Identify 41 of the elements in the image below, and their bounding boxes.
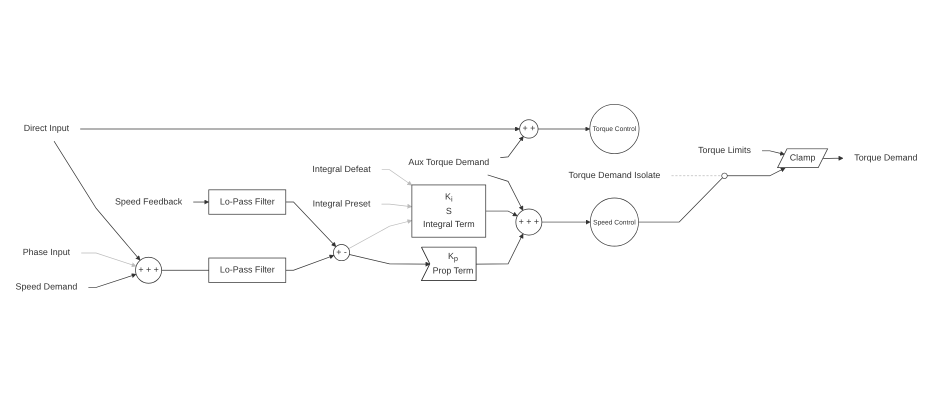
node-box: K$_{i}$ S Integral Term (412, 184, 486, 238)
arrow (349, 254, 430, 267)
node-text: Direct Input (24, 124, 70, 134)
arrow (485, 210, 518, 216)
arrow (80, 252, 136, 268)
arrow (542, 220, 591, 224)
arrow (487, 174, 524, 211)
node-box: Lo-Pass Filter (208, 258, 286, 283)
arrow (192, 200, 209, 204)
node-circle: + + + (515, 208, 542, 236)
arrow (726, 168, 786, 176)
arrow (538, 126, 590, 132)
arrow (54, 140, 140, 260)
arrow (381, 169, 412, 186)
node-text: Torque Demand Isolate (568, 170, 660, 180)
arrow (500, 136, 524, 158)
arrow (476, 234, 524, 265)
node-text: Phase Input (22, 248, 70, 258)
arrow (381, 204, 412, 209)
node-box: Lo-Pass Filter (208, 189, 286, 215)
arrow (285, 202, 336, 247)
node-circle: + - (333, 244, 350, 262)
node-text: Speed Feedback (114, 197, 182, 206)
node-text: Speed Demand (16, 282, 78, 292)
node-circle: + + (519, 119, 538, 139)
arrow (80, 126, 520, 132)
node-text: Integral Preset (312, 199, 370, 209)
connector (671, 175, 722, 176)
arrow (88, 273, 136, 288)
arrow (822, 156, 844, 161)
arrow (348, 219, 412, 250)
node-text: Integral Defeat (312, 164, 371, 174)
arrow (762, 150, 785, 156)
connector (638, 177, 723, 222)
arrow (285, 254, 334, 271)
node-circle: + + + (135, 256, 162, 284)
node-text: Torque Demand (854, 153, 918, 163)
node-text: Torque Limits (698, 146, 751, 156)
node-circle (721, 172, 728, 179)
connector (161, 270, 210, 271)
node-text: Aux Torque Demand (408, 158, 490, 168)
